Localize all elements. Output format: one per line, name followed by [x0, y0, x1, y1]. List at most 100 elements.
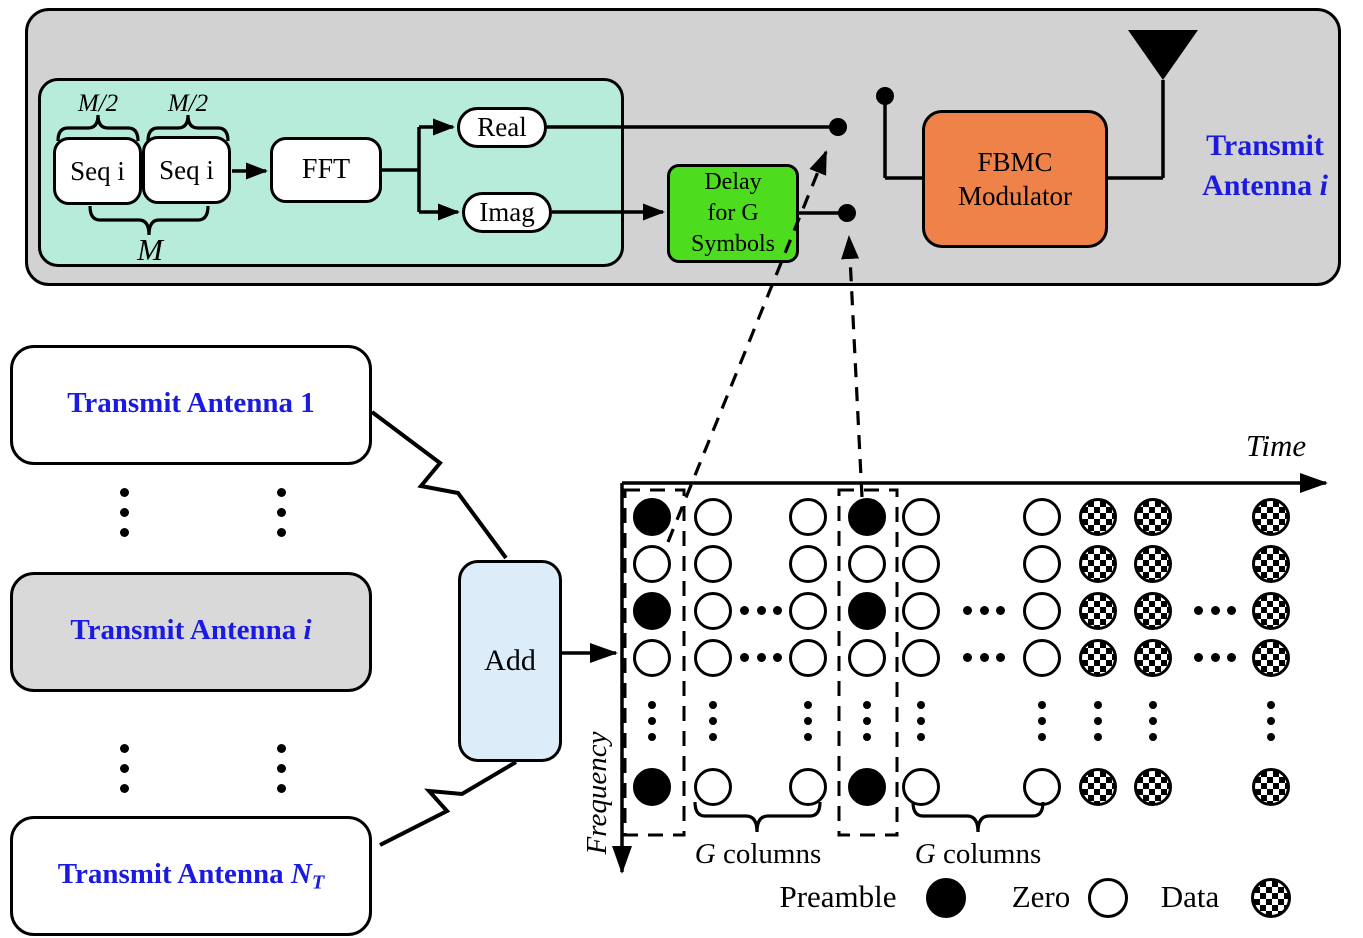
grid-cell-preamble	[848, 498, 886, 536]
grid-cell-zero	[902, 498, 940, 536]
grid-cell-data	[1079, 498, 1117, 536]
vertical-ellipsis	[863, 701, 871, 741]
g-columns-label-left: G columns	[694, 838, 822, 870]
grid-cell-data	[1134, 498, 1172, 536]
transmit-antenna-i-label: Transmit Antenna i	[70, 613, 312, 646]
grid-cell-zero	[789, 768, 827, 806]
seq-block-1-label: Seq i	[70, 155, 125, 186]
legend-preamble-label: Preamble	[779, 879, 897, 914]
real-label: Real	[477, 112, 527, 142]
grid-cell-zero	[1023, 768, 1061, 806]
seq-block-2: Seq i	[142, 136, 231, 204]
grid-cell-zero	[694, 768, 732, 806]
grid-cell-zero	[848, 639, 886, 677]
vertical-ellipsis	[1038, 701, 1046, 741]
panel-title-line2: Antenna i	[1202, 169, 1328, 202]
transmit-antenna-1-label: Transmit Antenna 1	[67, 386, 315, 419]
legend-preamble-marker	[926, 878, 966, 918]
horizontal-ellipsis	[1194, 653, 1236, 662]
fft-block: FFT	[270, 137, 382, 203]
grid-cell-data	[1079, 545, 1117, 583]
imag-label: Imag	[479, 197, 535, 227]
legend-zero-label: Zero	[1011, 879, 1071, 914]
vertical-ellipsis	[1267, 701, 1275, 741]
grid-cell-zero	[789, 639, 827, 677]
grid-cell-zero	[694, 592, 732, 630]
grid-cell-zero	[1023, 498, 1061, 536]
vertical-ellipsis	[709, 701, 717, 741]
transmit-antenna-i-box: Transmit Antenna i	[10, 572, 372, 692]
vertical-ellipsis	[1149, 701, 1157, 741]
legend-zero-marker	[1088, 878, 1128, 918]
grid-cell-zero	[1023, 639, 1061, 677]
grid-cell-zero	[902, 639, 940, 677]
grid-cell-data	[1252, 592, 1290, 630]
m-label: M	[137, 232, 163, 267]
vertical-ellipsis	[1094, 701, 1102, 741]
seq-block-1: Seq i	[53, 137, 142, 205]
grid-cell-preamble	[633, 592, 671, 630]
imag-block: Imag	[462, 192, 552, 233]
grid-cell-zero	[633, 545, 671, 583]
vertical-ellipsis	[120, 744, 129, 793]
grid-cell-data	[1134, 545, 1172, 583]
vertical-ellipsis	[648, 701, 656, 741]
vertical-ellipsis	[804, 701, 812, 741]
vertical-ellipsis	[277, 488, 286, 537]
grid-cell-zero	[789, 592, 827, 630]
grid-cell-zero	[902, 592, 940, 630]
vertical-ellipsis	[277, 744, 286, 793]
m-half-label-2: M/2	[167, 90, 209, 117]
fbmc-line-2: Modulator	[958, 181, 1072, 211]
grid-cell-data	[1079, 639, 1117, 677]
grid-cell-preamble	[848, 592, 886, 630]
fbmc-modulator-block: FBMC Modulator	[922, 110, 1108, 248]
legend-data-marker	[1251, 878, 1291, 918]
grid-cell-data	[1134, 639, 1172, 677]
grid-cell-preamble	[848, 768, 886, 806]
grid-cell-zero	[902, 545, 940, 583]
vertical-ellipsis	[120, 488, 129, 537]
m-half-label-1: M/2	[77, 90, 119, 117]
horizontal-ellipsis	[1194, 606, 1236, 615]
grid-cell-data	[1079, 592, 1117, 630]
seq-block-2-label: Seq i	[159, 154, 214, 185]
grid-cell-zero	[1023, 545, 1061, 583]
horizontal-ellipsis	[740, 653, 782, 662]
grid-cell-zero	[694, 639, 732, 677]
panel-title: Transmit Antenna i	[1185, 126, 1345, 206]
legend-data-label: Data	[1160, 879, 1220, 914]
real-block: Real	[457, 107, 547, 148]
fft-label: FFT	[301, 154, 351, 185]
add-label: Add	[484, 644, 536, 677]
grid-cell-data	[1079, 768, 1117, 806]
time-axis-label: Time	[1245, 428, 1307, 463]
horizontal-ellipsis	[963, 653, 1005, 662]
fbmc-line-1: FBMC	[977, 147, 1053, 177]
grid-cell-data	[1252, 545, 1290, 583]
grid-cell-zero	[902, 768, 940, 806]
panel-title-line1: Transmit	[1206, 129, 1324, 162]
transmit-antenna-1-box: Transmit Antenna 1	[10, 345, 372, 465]
grid-cell-zero	[789, 545, 827, 583]
grid-cell-zero	[694, 545, 732, 583]
grid-cell-data	[1252, 498, 1290, 536]
grid-cell-data	[1252, 639, 1290, 677]
grid-cell-zero	[694, 498, 732, 536]
grid-cell-zero	[789, 498, 827, 536]
transmit-antenna-nt-label: Transmit Antenna NT	[57, 857, 325, 894]
grid-cell-zero	[1023, 592, 1061, 630]
horizontal-ellipsis	[740, 606, 782, 615]
g-columns-label-right: G columns	[914, 838, 1042, 870]
transmit-antenna-nt-box: Transmit Antenna NT	[10, 816, 372, 936]
vertical-ellipsis	[917, 701, 925, 741]
grid-cell-data	[1252, 768, 1290, 806]
grid-cell-zero	[633, 639, 671, 677]
grid-cell-zero	[848, 545, 886, 583]
grid-cell-data	[1134, 592, 1172, 630]
grid-cell-preamble	[633, 498, 671, 536]
horizontal-ellipsis	[963, 606, 1005, 615]
grid-cell-preamble	[633, 768, 671, 806]
